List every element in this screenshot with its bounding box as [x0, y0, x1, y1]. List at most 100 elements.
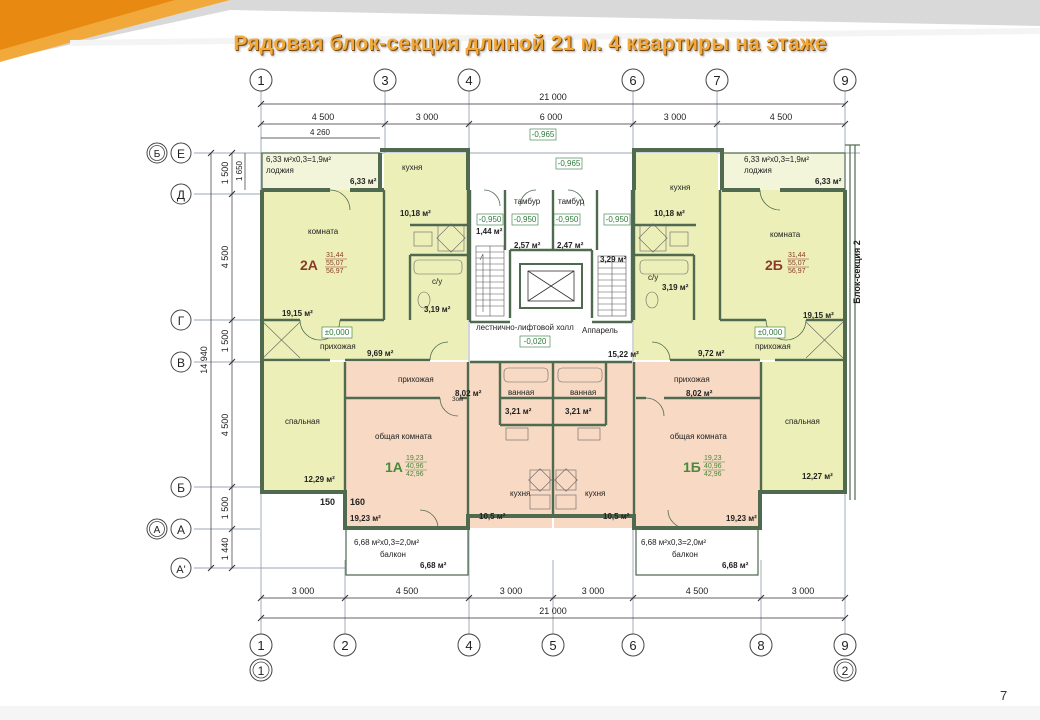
- axis-label-top: 6: [629, 73, 636, 88]
- bath-area: 3,19 м²: [424, 305, 451, 314]
- axis-label-top: 4: [465, 73, 472, 88]
- apartment-living: 19,23: [704, 455, 722, 462]
- total-length-bottom: 21 000: [539, 606, 567, 616]
- dim-top: 4 500: [312, 112, 335, 122]
- kitchen-label: кухня: [510, 489, 530, 498]
- dim-bottom: 4 500: [396, 586, 419, 596]
- hall-area: 9,72 м²: [698, 349, 725, 358]
- apartment-name: 1А: [385, 459, 403, 475]
- level-mark: -0,950: [606, 215, 629, 224]
- vestibule-area: 2,47 м²: [557, 241, 584, 250]
- axis-label-top: 9: [841, 73, 848, 88]
- apartment-name: 2А: [300, 257, 318, 273]
- dim-left: 1 500: [220, 162, 230, 185]
- apartment-tags: 2А 31,44 55,07 56,97 2Б 31,44 55,07 56,9…: [300, 252, 809, 478]
- lift-hall-extra: Аппарель: [582, 326, 618, 335]
- level-marks: -0,965 -0,965 -0,950 -0,950 -0,950 -0,95…: [321, 128, 786, 348]
- wall-detail: 160: [350, 497, 365, 507]
- bottom-axis-bubbles: 1 2 4 5 6 8 9 1 2: [249, 633, 857, 682]
- bedroom-left-fill: [262, 362, 344, 490]
- axis-label-top: 7: [713, 73, 720, 88]
- outer-walls: [260, 148, 847, 530]
- dim-bottom: 3 000: [500, 586, 523, 596]
- axis-label-bottom: 4: [465, 638, 472, 653]
- room-label: комната: [308, 227, 339, 236]
- lift-hall-area: 15,22 м²: [608, 350, 639, 359]
- room-labels: 6,33 м²х0,3=1,9м² лоджия 6,33 м² 6,33 м²…: [266, 155, 842, 570]
- bedroom-area: 12,27 м²: [802, 472, 833, 481]
- hall-area: 8,02 м²: [455, 389, 482, 398]
- living-label: общая комната: [375, 432, 432, 441]
- dim-top-sub: 4 260: [310, 128, 331, 137]
- section-marker: 1: [258, 664, 265, 678]
- bath-label: с/у: [432, 277, 442, 286]
- hall-area: 8,02 м²: [686, 389, 713, 398]
- page-number: 7: [1000, 688, 1008, 703]
- axis-label-outer: Б: [154, 149, 161, 160]
- hall-label: прихожая: [755, 342, 791, 351]
- apartment-total: 40,96: [704, 463, 722, 470]
- apartment-living: 31,44: [788, 252, 806, 259]
- apartment-total-loggia: 42,96: [406, 471, 424, 478]
- dim-bottom: 3 000: [292, 586, 315, 596]
- apartment-2b-loggia-fill: [722, 153, 844, 190]
- room-label: комната: [770, 230, 801, 239]
- axis-label-top: 3: [381, 73, 388, 88]
- bath-label: с/у: [648, 273, 658, 282]
- dimension-text: 21 000 4 500 3 000 6 000 3 000 4 500 4 2…: [199, 92, 862, 616]
- door-swings: [299, 189, 807, 529]
- level-mark: -0,950: [479, 215, 502, 224]
- loggia-formula: 6,33 м²х0,3=1,9м²: [744, 155, 809, 164]
- bedroom-label: спальная: [785, 417, 820, 426]
- balcony-label: балкон: [672, 550, 698, 559]
- dim-top: 3 000: [664, 112, 687, 122]
- living-area: 19,23 м²: [350, 514, 381, 523]
- vestibule-area: 2,57 м²: [514, 241, 541, 250]
- top-axis-bubbles: 1 3 4 6 7 9: [249, 68, 857, 92]
- axis-label-left: Б: [177, 481, 185, 495]
- fixtures: [262, 223, 844, 510]
- dim-left: 1 500: [220, 330, 230, 353]
- axis-label-left: В: [177, 356, 185, 370]
- garbage-label: Зом: [452, 397, 463, 403]
- loggia-formula: 6,33 м²х0,3=1,9м²: [266, 155, 331, 164]
- axis-label-bottom: 8: [757, 638, 764, 653]
- dim-left: 4 500: [220, 414, 230, 437]
- loggia-rails: [261, 144, 860, 576]
- balcony-label: балкон: [380, 550, 406, 559]
- hall-label: прихожая: [398, 375, 434, 384]
- neighbor-section-label: Блок-секция 2: [852, 240, 862, 303]
- balcony-formula: 6,68 м²х0,3=2,0м²: [354, 538, 419, 547]
- section-marker: 2: [842, 664, 849, 678]
- room-area: 19,15 м²: [282, 309, 313, 318]
- dim-bottom: 3 000: [582, 586, 605, 596]
- balcony-1b-fill: [636, 531, 758, 575]
- loggia-label: лоджия: [266, 166, 294, 175]
- apartment-1b-fill: [554, 362, 761, 528]
- level-mark: ±0,000: [758, 328, 783, 337]
- apartment-total-loggia: 56,97: [326, 268, 344, 275]
- axis-label-left: Д: [177, 188, 185, 202]
- dimension-lines: [210, 103, 845, 619]
- inner-walls: [262, 190, 845, 528]
- room-fills: [262, 153, 844, 575]
- lift-shaft: [519, 263, 583, 309]
- bathroom-label: ванная: [570, 388, 596, 397]
- kitchen-label: кухня: [670, 183, 690, 192]
- bedroom-area: 12,29 м²: [304, 475, 335, 484]
- apartment-total-loggia: 56,97: [788, 268, 806, 275]
- lift-hall-label: лестнично-лифтовой холл: [476, 323, 574, 332]
- dim-top: 3 000: [416, 112, 439, 122]
- apartment-name: 1Б: [683, 459, 701, 475]
- axis-label-bottom: 5: [549, 638, 556, 653]
- axis-label-outer: А: [154, 525, 161, 536]
- axis-label-left: Г: [178, 314, 185, 328]
- hall-label: прихожая: [320, 342, 356, 351]
- axis-label-left: Е: [177, 147, 185, 161]
- slide-title: Рядовая блок-секция длиной 21 м. 4 кварт…: [233, 32, 827, 55]
- bathroom-label: ванная: [508, 388, 534, 397]
- bedroom-right-fill: [762, 362, 844, 490]
- apartment-total-loggia: 42,96: [704, 471, 722, 478]
- axis-label-left: А: [177, 523, 185, 537]
- kitchen-area: 10,18 м²: [654, 209, 685, 218]
